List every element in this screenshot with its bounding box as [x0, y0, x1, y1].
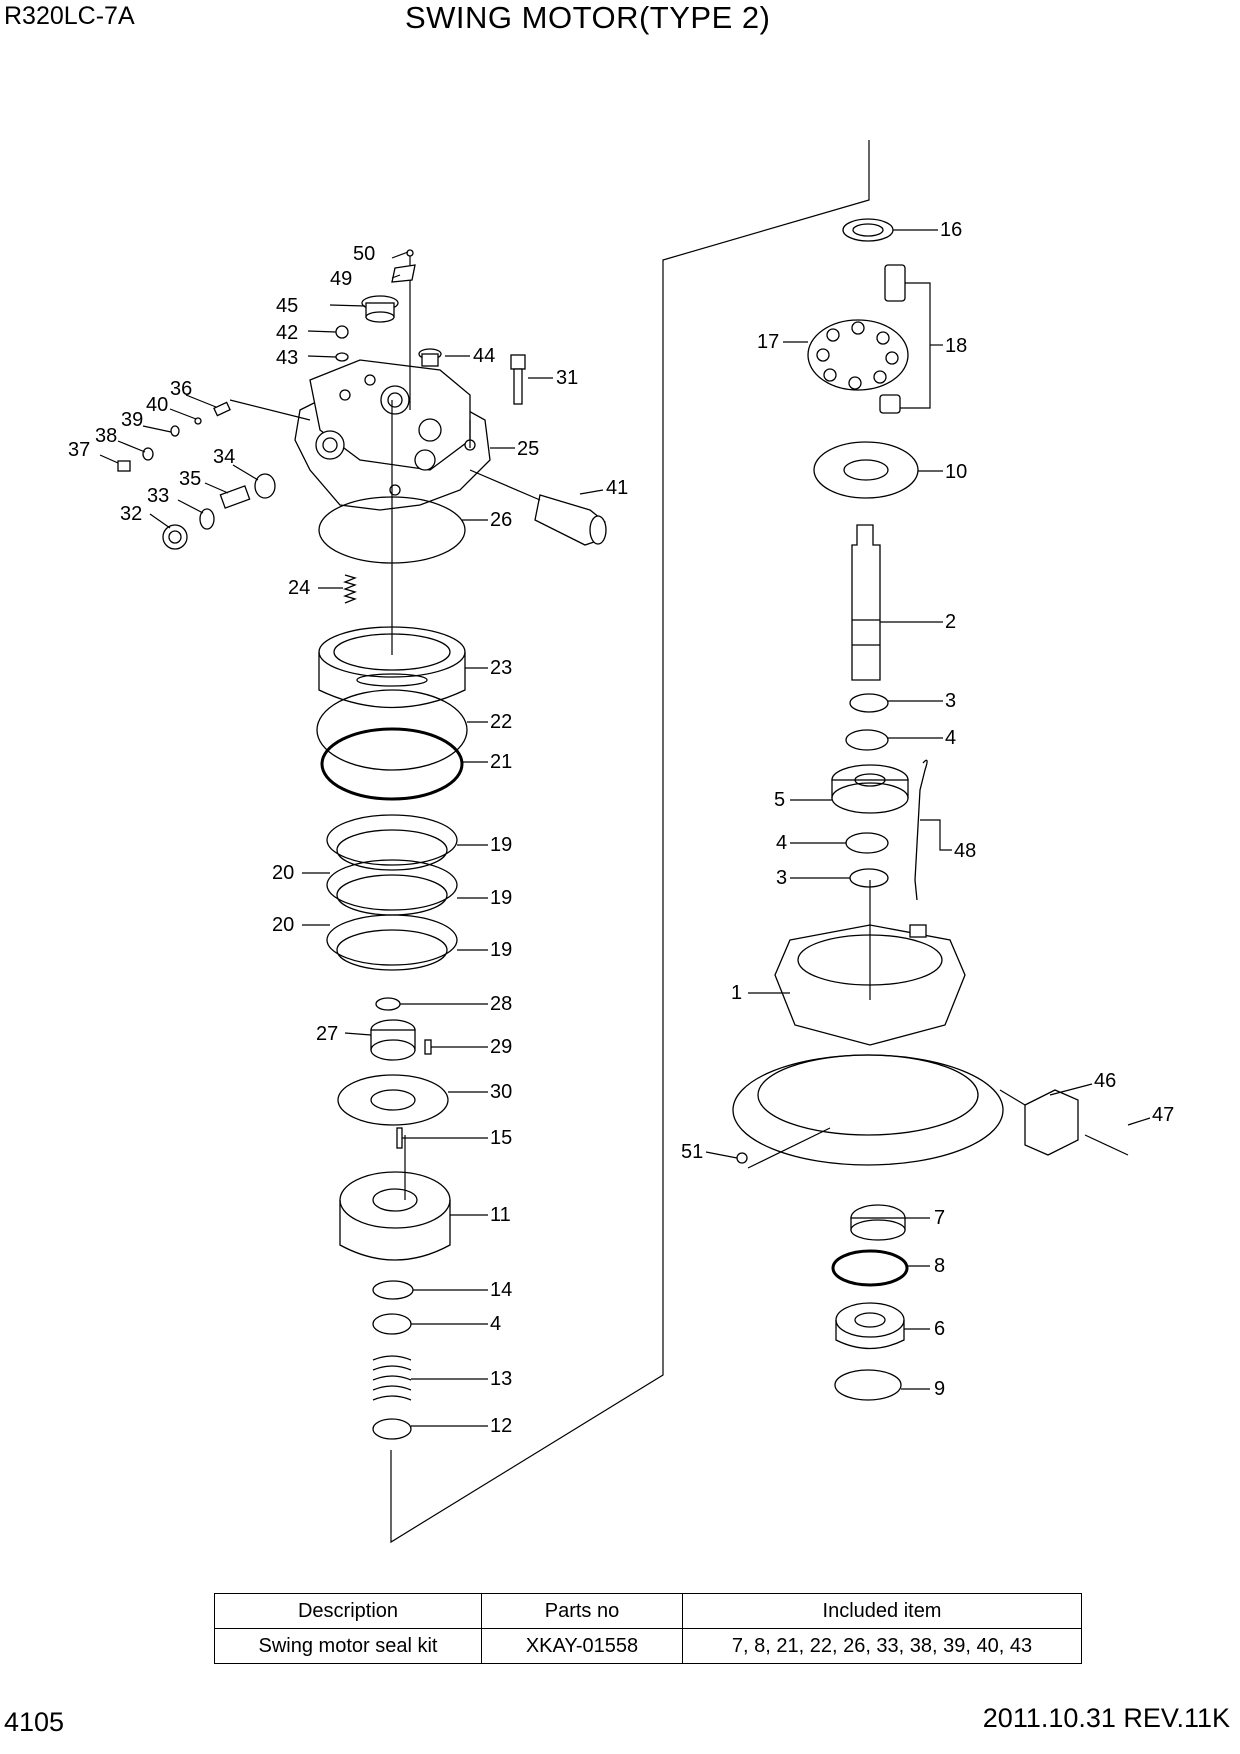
callout-3a: 3: [945, 690, 956, 712]
page-number: 4105: [4, 1707, 65, 1737]
callout-25: 25: [517, 438, 539, 460]
leader-lines: [99, 229, 1151, 1427]
callout-4c: 4: [490, 1313, 501, 1335]
callout-30: 30: [490, 1081, 512, 1103]
callout-40: 40: [146, 394, 168, 416]
callout-38: 38: [95, 425, 117, 447]
col-header-parts-no: Parts no: [481, 1593, 683, 1629]
callout-49: 49: [330, 268, 352, 290]
callout-33: 33: [147, 485, 169, 507]
callout-8: 8: [934, 1255, 945, 1277]
callout-31: 31: [556, 367, 578, 389]
table-header-row: Description Parts no Included item: [214, 1593, 1082, 1629]
callout-45: 45: [276, 295, 298, 317]
callout-43: 43: [276, 347, 298, 369]
callout-3b: 3: [776, 867, 787, 889]
callout-4b: 4: [776, 832, 787, 854]
callout-35: 35: [179, 468, 201, 490]
page-title: SWING MOTOR(TYPE 2): [405, 0, 771, 35]
callout-29: 29: [490, 1036, 512, 1058]
cell-parts-no: XKAY-01558: [481, 1628, 683, 1664]
callout-50: 50: [353, 243, 375, 265]
callout-36: 36: [170, 378, 192, 400]
callout-22: 22: [490, 711, 512, 733]
callout-labels: 50 49 45 42 43 44 31 36 40 39 38 37 25 3…: [68, 219, 1174, 1437]
callout-21: 21: [490, 751, 512, 773]
callout-19a: 19: [490, 834, 512, 856]
revision-date: 2011.10.31 REV.11K: [982, 1703, 1230, 1733]
callout-41: 41: [606, 477, 628, 499]
seal-kit-table: Description Parts no Included item Swing…: [214, 1593, 1082, 1664]
callout-12: 12: [490, 1415, 512, 1437]
callout-20a: 20: [272, 862, 294, 884]
callout-23: 23: [490, 657, 512, 679]
callout-42: 42: [276, 322, 298, 344]
callout-6: 6: [934, 1318, 945, 1340]
col-header-description: Description: [214, 1593, 482, 1629]
callout-4a: 4: [945, 727, 956, 749]
callout-32: 32: [120, 503, 142, 525]
callout-10: 10: [945, 461, 967, 483]
callout-5: 5: [774, 789, 785, 811]
table-row: Swing motor seal kit XKAY-01558 7, 8, 21…: [214, 1628, 1082, 1664]
callout-28: 28: [490, 993, 512, 1015]
callout-26: 26: [490, 509, 512, 531]
callout-19b: 19: [490, 887, 512, 909]
callout-18: 18: [945, 335, 967, 357]
cell-included-item: 7, 8, 21, 22, 26, 33, 38, 39, 40, 43: [682, 1628, 1082, 1664]
cell-description: Swing motor seal kit: [214, 1628, 482, 1664]
callout-2: 2: [945, 611, 956, 633]
callout-14: 14: [490, 1279, 512, 1301]
callout-46: 46: [1094, 1070, 1116, 1092]
callout-15: 15: [490, 1127, 512, 1149]
callout-7: 7: [934, 1207, 945, 1229]
callout-47: 47: [1152, 1104, 1174, 1126]
callout-17: 17: [757, 331, 779, 353]
callout-11: 11: [490, 1204, 511, 1226]
callout-37: 37: [68, 439, 90, 461]
col-header-included-item: Included item: [682, 1593, 1082, 1629]
callout-24: 24: [288, 577, 310, 599]
assembly-boundary-line: [390, 140, 870, 1544]
callout-48: 48: [954, 840, 976, 862]
model-name: R320LC-7A: [4, 2, 135, 30]
callout-34: 34: [213, 446, 235, 468]
callout-39: 39: [121, 409, 143, 431]
callout-20b: 20: [272, 914, 294, 936]
callout-19c: 19: [490, 939, 512, 961]
callout-27: 27: [316, 1023, 338, 1045]
callout-9: 9: [934, 1378, 945, 1400]
callout-44: 44: [473, 345, 495, 367]
callout-13: 13: [490, 1368, 512, 1390]
callout-1: 1: [731, 982, 742, 1004]
callout-16: 16: [940, 219, 962, 241]
callout-51: 51: [681, 1141, 703, 1163]
